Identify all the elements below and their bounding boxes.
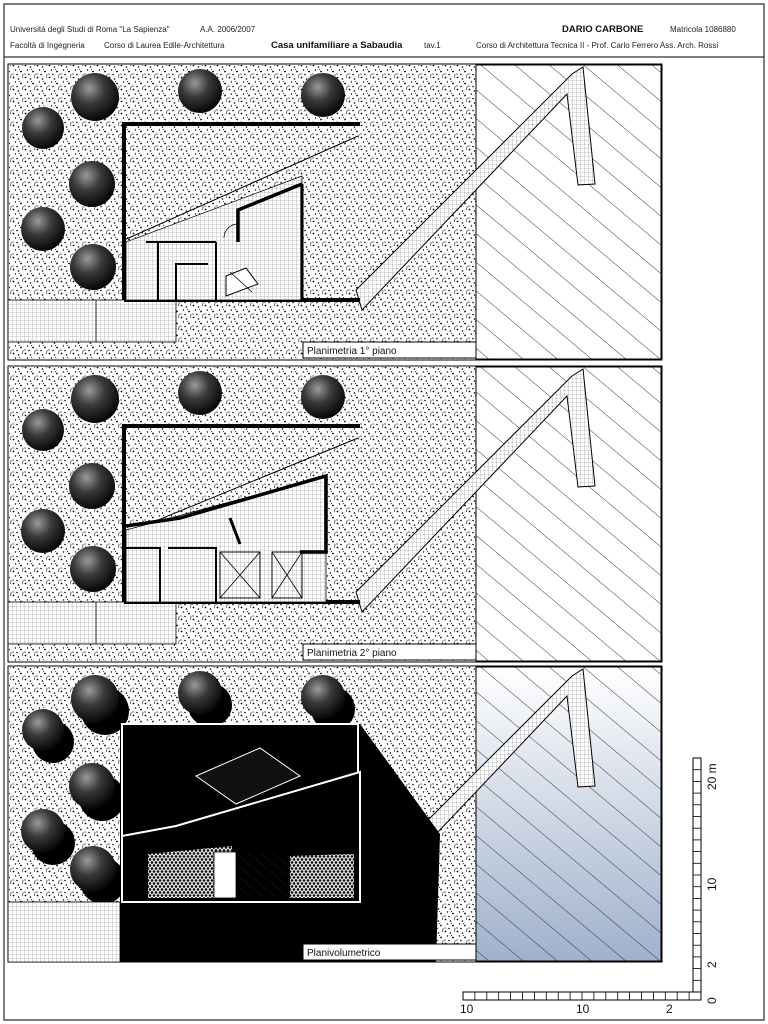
tree-icon: [70, 846, 116, 892]
tree-icon: [70, 546, 116, 592]
panel-plan-floor-2: Planimetria 2° piano: [7, 365, 663, 663]
tree-icon: [21, 509, 65, 553]
neighbour-lot-hatch: [475, 666, 662, 962]
outer-wall: [122, 122, 360, 300]
void-cross: [271, 551, 303, 599]
panel-plan-floor-1: Planimetria 1° piano: [7, 63, 663, 361]
tree-icon: [69, 463, 115, 509]
panel-caption-text: Planimetria 1° piano: [307, 346, 397, 357]
panel-caption: Planimetria 1° piano: [302, 341, 477, 359]
neighbour-lot-hatch: [475, 366, 662, 662]
panel-caption-box: [302, 643, 477, 661]
scale-origin-label: 0: [705, 997, 719, 1004]
project-title: Casa unifamiliare a Sabaudia: [271, 40, 403, 51]
tree-icon: [301, 675, 345, 719]
matricola-label: Matricola 1086880: [670, 25, 736, 34]
scale-vertical-label-2: 2: [705, 961, 719, 968]
panel-caption-box: [302, 341, 477, 359]
panel-caption-text: Planimetria 2° piano: [307, 648, 397, 659]
tree-icon: [21, 207, 65, 251]
tree-icon: [301, 73, 345, 117]
academic-year-label: A.A. 2006/2007: [200, 25, 256, 34]
tree-icon: [22, 409, 64, 451]
neighbour-lot-hatch: [475, 64, 662, 360]
access-ramp: [355, 66, 596, 311]
facade-bricks: [148, 846, 232, 898]
scale-ticks: [462, 757, 702, 1000]
interior-wall: [168, 547, 217, 602]
staircase: [225, 267, 259, 297]
tree-icon: [21, 809, 65, 853]
scale-unit-label: 20 m: [705, 763, 719, 790]
road-strip: [7, 601, 177, 645]
outer-wall: [122, 424, 360, 602]
sheet-frame: [3, 3, 765, 1021]
door-swing: [223, 223, 239, 239]
scale-horizontal-label-right: 2: [666, 1002, 673, 1016]
void-opening: [271, 551, 303, 599]
panel-caption: Planivolumetrico: [302, 943, 477, 961]
course-name-label: Corso di Architettura Tecnica II - Prof.…: [476, 41, 718, 50]
tree-icon: [69, 763, 115, 809]
scale-horizontal-label-left: 10: [460, 1002, 474, 1016]
diagonal-edge: [123, 135, 359, 241]
tree-icon: [178, 671, 222, 715]
tree-icon: [22, 107, 64, 149]
author-name: DARIO CARBONE: [562, 24, 643, 35]
scale-horizontal-label-mid: 10: [576, 1002, 590, 1016]
panel-caption-box: [302, 943, 477, 961]
title-block: Università degli Studi di Roma "La Sapie…: [4, 24, 764, 58]
facade-opening: [213, 851, 237, 899]
access-ramp: [355, 368, 596, 613]
road-strip: [7, 299, 177, 343]
tree-icon: [178, 371, 222, 415]
scale-bar: 20 m 10 2 0 10 10 2: [460, 757, 719, 1016]
interior-wall: [124, 547, 161, 602]
facade-bricks: [290, 854, 354, 898]
course-degree-label: Corso di Laurea Edile-Architettura: [104, 41, 225, 50]
interior-wall: [125, 473, 328, 554]
interior-wall: [236, 182, 303, 242]
interior-wall: [175, 263, 208, 300]
panel-site-plan: Planivolumetrico: [7, 665, 663, 963]
panel-caption: Planimetria 2° piano: [302, 643, 477, 661]
diagonal-edge: [123, 437, 359, 535]
tree-icon: [301, 375, 345, 419]
tree-icon: [71, 73, 119, 121]
faculty-label: Facoltà di Ingegneria: [10, 41, 85, 50]
interior-wall: [228, 517, 242, 545]
tree-icon: [22, 709, 64, 751]
sheet-number: tav.1: [424, 41, 441, 50]
void-cross: [219, 551, 261, 599]
tree-icon: [71, 675, 119, 723]
tree-icon: [69, 161, 115, 207]
scale-vertical-label-10: 10: [705, 877, 719, 891]
tree-icon: [70, 244, 116, 290]
facade-glazing: [237, 851, 289, 899]
road-strip-overlay: [7, 901, 121, 963]
staircase-line: [229, 271, 253, 293]
panel-caption-text: Planivolumetrico: [307, 948, 381, 959]
roof-element: [194, 747, 302, 805]
university-label: Università degli Studi di Roma "La Sapie…: [10, 25, 170, 34]
tree-icon: [178, 69, 222, 113]
void-opening: [219, 551, 261, 599]
tree-icon: [71, 375, 119, 423]
